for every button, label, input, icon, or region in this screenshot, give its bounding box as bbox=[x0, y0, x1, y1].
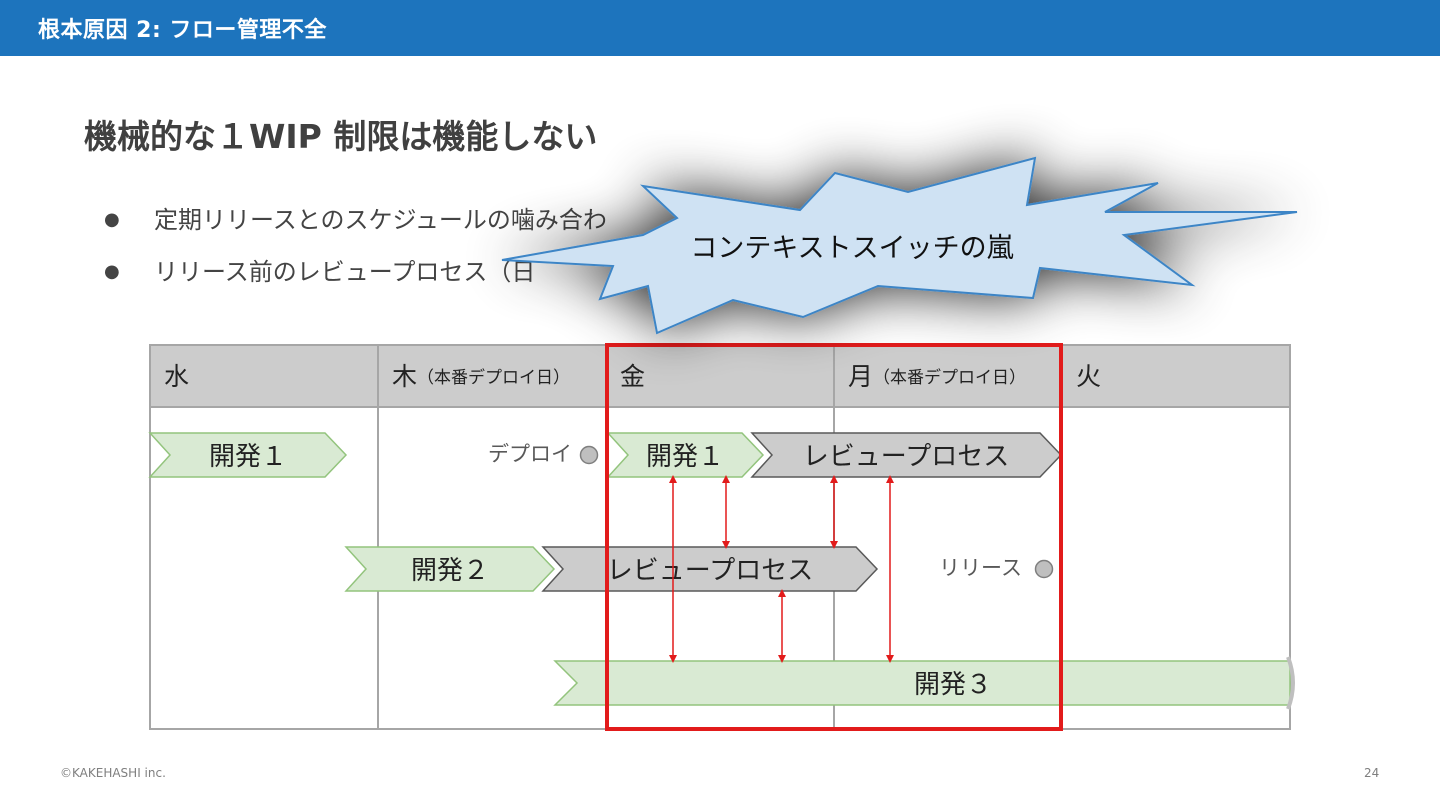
bullet-dot-icon: ● bbox=[104, 209, 120, 230]
task-review1: レビュープロセス bbox=[750, 432, 1063, 478]
bullet-text: リリース前のレビュープロセス（日 bbox=[154, 258, 536, 286]
task-review2: レビュープロセス bbox=[541, 546, 879, 592]
task-label: レビュープロセス bbox=[607, 556, 813, 586]
day-label-mon: 月（本番デプロイ日） bbox=[848, 362, 1026, 391]
day-label-fri: 金 bbox=[620, 362, 645, 391]
callout-starburst bbox=[501, 156, 1298, 335]
milestone-label: デプロイ bbox=[488, 442, 572, 466]
task-label: 開発２ bbox=[411, 556, 489, 586]
task-label: 開発１ bbox=[646, 442, 724, 472]
bullet-item: ● リリース前のレビュープロセス（日 bbox=[104, 252, 535, 287]
day-header-row bbox=[150, 345, 1290, 407]
bullet-text: 定期リリースとのスケジュールの噛み合わ bbox=[154, 206, 607, 234]
task-label: 開発１ bbox=[209, 442, 287, 472]
continuation-break-icon bbox=[1286, 656, 1295, 710]
day-header-background bbox=[150, 345, 1290, 407]
header-title: 根本原因 2: フロー管理不全 bbox=[38, 18, 327, 43]
day-label-tue: 火 bbox=[1076, 362, 1101, 391]
bullet-item: ● 定期リリースとのスケジュールの噛み合わ bbox=[104, 200, 607, 235]
callout-text: コンテキストスイッチの嵐 bbox=[690, 233, 1013, 264]
task-dev1-fri: 開発１ bbox=[606, 432, 765, 478]
milestone-release: リリース bbox=[939, 556, 1054, 580]
day-label-wed: 水 bbox=[164, 362, 189, 391]
header-bar: 根本原因 2: フロー管理不全 bbox=[0, 0, 1440, 56]
task-label: 開発３ bbox=[914, 670, 992, 700]
milestone-marker-icon bbox=[579, 445, 599, 465]
day-labels: 水 木（本番デプロイ日） 金 月（本番デプロイ日） 火 bbox=[164, 362, 1101, 391]
task-dev1-wed: 開発１ bbox=[148, 432, 348, 478]
task-dev3: 開発３ bbox=[553, 656, 1295, 710]
footer-copyright: ©KAKEHASHI inc. bbox=[60, 766, 166, 780]
highlight-box bbox=[605, 343, 1063, 731]
milestone-marker-icon bbox=[1034, 559, 1054, 579]
day-label-thu: 木（本番デプロイ日） bbox=[392, 362, 570, 391]
milestone-deploy: デプロイ bbox=[488, 442, 599, 466]
page-number: 24 bbox=[1364, 766, 1380, 780]
context-switch-arrows bbox=[669, 475, 894, 663]
milestone-label: リリース bbox=[939, 556, 1022, 580]
task-dev2: 開発２ bbox=[344, 546, 556, 592]
slide-heading: 機械的な１WIP 制限は機能しない bbox=[84, 117, 598, 156]
bullet-dot-icon: ● bbox=[104, 261, 120, 282]
task-label: レビュープロセス bbox=[803, 442, 1009, 472]
